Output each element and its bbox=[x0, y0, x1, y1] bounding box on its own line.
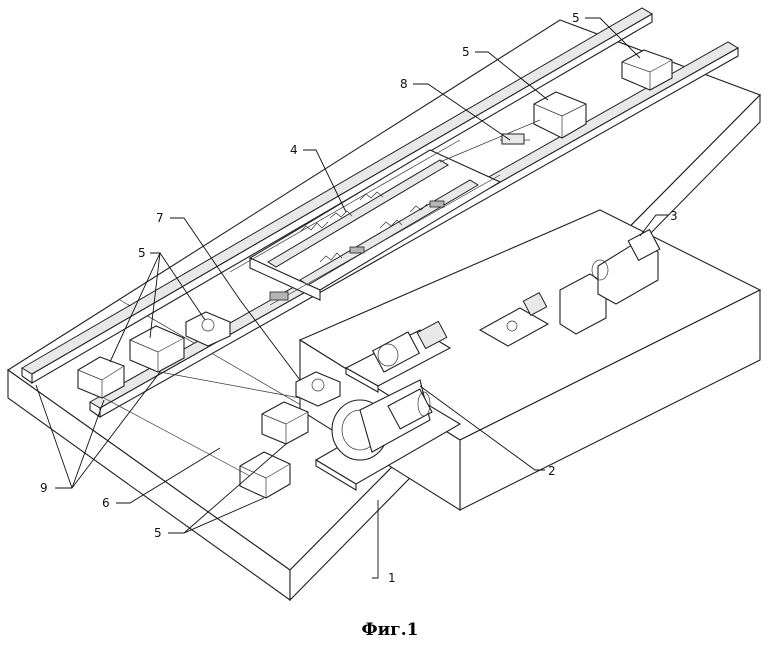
callout-5-top: 5 bbox=[572, 11, 580, 25]
fixing-element-8 bbox=[502, 134, 524, 144]
callout-5-left: 5 bbox=[138, 246, 146, 260]
callout-1: 1 bbox=[388, 571, 396, 585]
callout-3: 3 bbox=[670, 209, 678, 223]
callout-6: 6 bbox=[102, 496, 110, 510]
callout-5-bottom: 5 bbox=[154, 526, 162, 540]
callout-2: 2 bbox=[548, 464, 556, 478]
callout-7: 7 bbox=[156, 211, 164, 225]
callout-5-upper: 5 bbox=[462, 45, 470, 59]
callout-9: 9 bbox=[40, 481, 48, 495]
figure-caption: Фиг.1 bbox=[0, 620, 780, 640]
callout-4: 4 bbox=[290, 143, 298, 157]
callout-8: 8 bbox=[400, 77, 408, 91]
